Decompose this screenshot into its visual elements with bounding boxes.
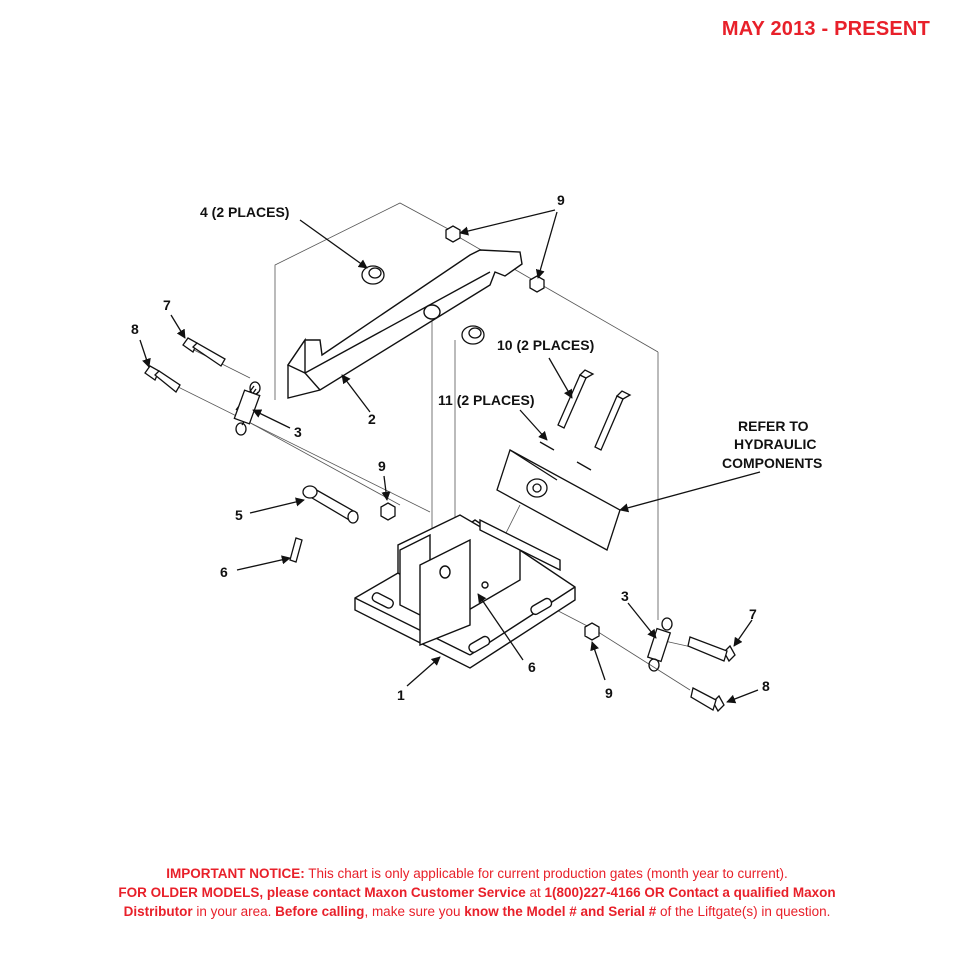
callout-3-left: 3: [294, 424, 302, 440]
date-range-header: MAY 2013 - PRESENT: [721, 18, 930, 40]
notice-line-2: FOR OLDER MODELS, please contact Maxon C…: [118, 885, 836, 900]
base-bracket-part: [354, 514, 576, 669]
notice-line-1: IMPORTANT NOTICE: This chart is only app…: [166, 866, 788, 881]
callout-7-left: 7: [163, 297, 171, 313]
callout-2: 2: [368, 411, 376, 427]
callout-10: 10 (2 PLACES): [497, 337, 594, 353]
bushing-parts: [361, 265, 485, 345]
callout-9-bottom: 9: [605, 685, 613, 701]
hydraulic-bracket: [496, 369, 632, 551]
callout-1: 1: [397, 687, 405, 703]
bolt-parts: [144, 337, 736, 713]
callout-11: 11 (2 PLACES): [438, 392, 534, 408]
important-notice: IMPORTANT NOTICE: This chart is only app…: [0, 864, 954, 921]
spring-parts: [233, 381, 673, 672]
callout-3-right: 3: [621, 588, 629, 604]
callout-8-right: 8: [762, 678, 770, 694]
callout-6-right: 6: [528, 659, 536, 675]
callout-9-mid: 9: [378, 458, 386, 474]
callout-6-left: 6: [220, 564, 228, 580]
nut-parts: [380, 225, 600, 641]
callout-labels: 4 (2 PLACES) 9 7 8 3 2 10 (2 PLACES) 11 …: [131, 192, 822, 703]
leader-lines: [139, 209, 761, 704]
callout-5: 5: [235, 507, 243, 523]
refer-line-2: HYDRAULIC: [734, 436, 816, 452]
callout-9-top: 9: [557, 192, 565, 208]
callout-4: 4 (2 PLACES): [200, 204, 289, 220]
refer-line-3: COMPONENTS: [722, 455, 822, 471]
notice-line-3: Distributor in your area. Before calling…: [123, 904, 831, 919]
refer-line-1: REFER TO: [738, 418, 809, 434]
lever-arm-part: [286, 249, 523, 399]
callout-7-right: 7: [749, 606, 757, 622]
callout-8-left: 8: [131, 321, 139, 337]
